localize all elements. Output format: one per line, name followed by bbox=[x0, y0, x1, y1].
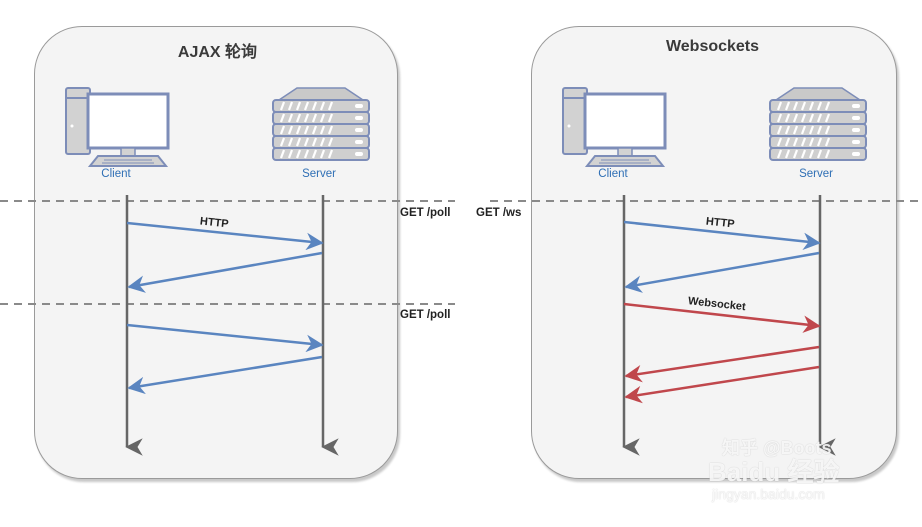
websocket-message-arrows bbox=[623, 220, 821, 404]
client-label: Client bbox=[101, 168, 131, 180]
client-computer-icon bbox=[561, 86, 667, 168]
get-poll-label: GET /poll bbox=[400, 309, 451, 321]
http-message-arrow-response bbox=[127, 355, 323, 395]
websocket-message-arrow-request bbox=[623, 302, 821, 333]
watermark-zhihu: 知乎 @Boots bbox=[722, 438, 832, 458]
http-message-label: HTTP bbox=[705, 216, 735, 231]
http-message-arrow-request bbox=[126, 221, 324, 251]
http-message-arrow-request bbox=[126, 323, 324, 353]
watermark-url: jingyan.baidu.com bbox=[712, 486, 825, 502]
http-message-arrow-response bbox=[624, 251, 820, 293]
server-label: Server bbox=[302, 168, 336, 180]
ajax-panel-title: AJAX 轮询 bbox=[177, 44, 258, 61]
websocket-message-arrow-response bbox=[624, 365, 820, 404]
server-rack-icon bbox=[770, 88, 866, 160]
client-computer-icon bbox=[64, 86, 170, 168]
http-message-label: HTTP bbox=[199, 215, 229, 230]
watermark-baidu-logo: Baidu 经验 bbox=[708, 457, 840, 487]
websocket-message-arrow-response bbox=[624, 345, 820, 383]
websockets-panel-title: Websockets bbox=[665, 38, 760, 55]
client-label: Client bbox=[598, 168, 628, 180]
websocket-message-label: Websocket bbox=[687, 295, 746, 313]
http-message-arrow-request bbox=[623, 220, 821, 251]
http-message-arrow-response bbox=[127, 251, 323, 293]
ajax-message-arrows bbox=[126, 221, 324, 395]
get-ws-label: GET /ws bbox=[476, 207, 522, 219]
server-label: Server bbox=[799, 168, 833, 180]
server-rack-icon bbox=[273, 88, 369, 160]
get-poll-label: GET /poll bbox=[400, 207, 451, 219]
